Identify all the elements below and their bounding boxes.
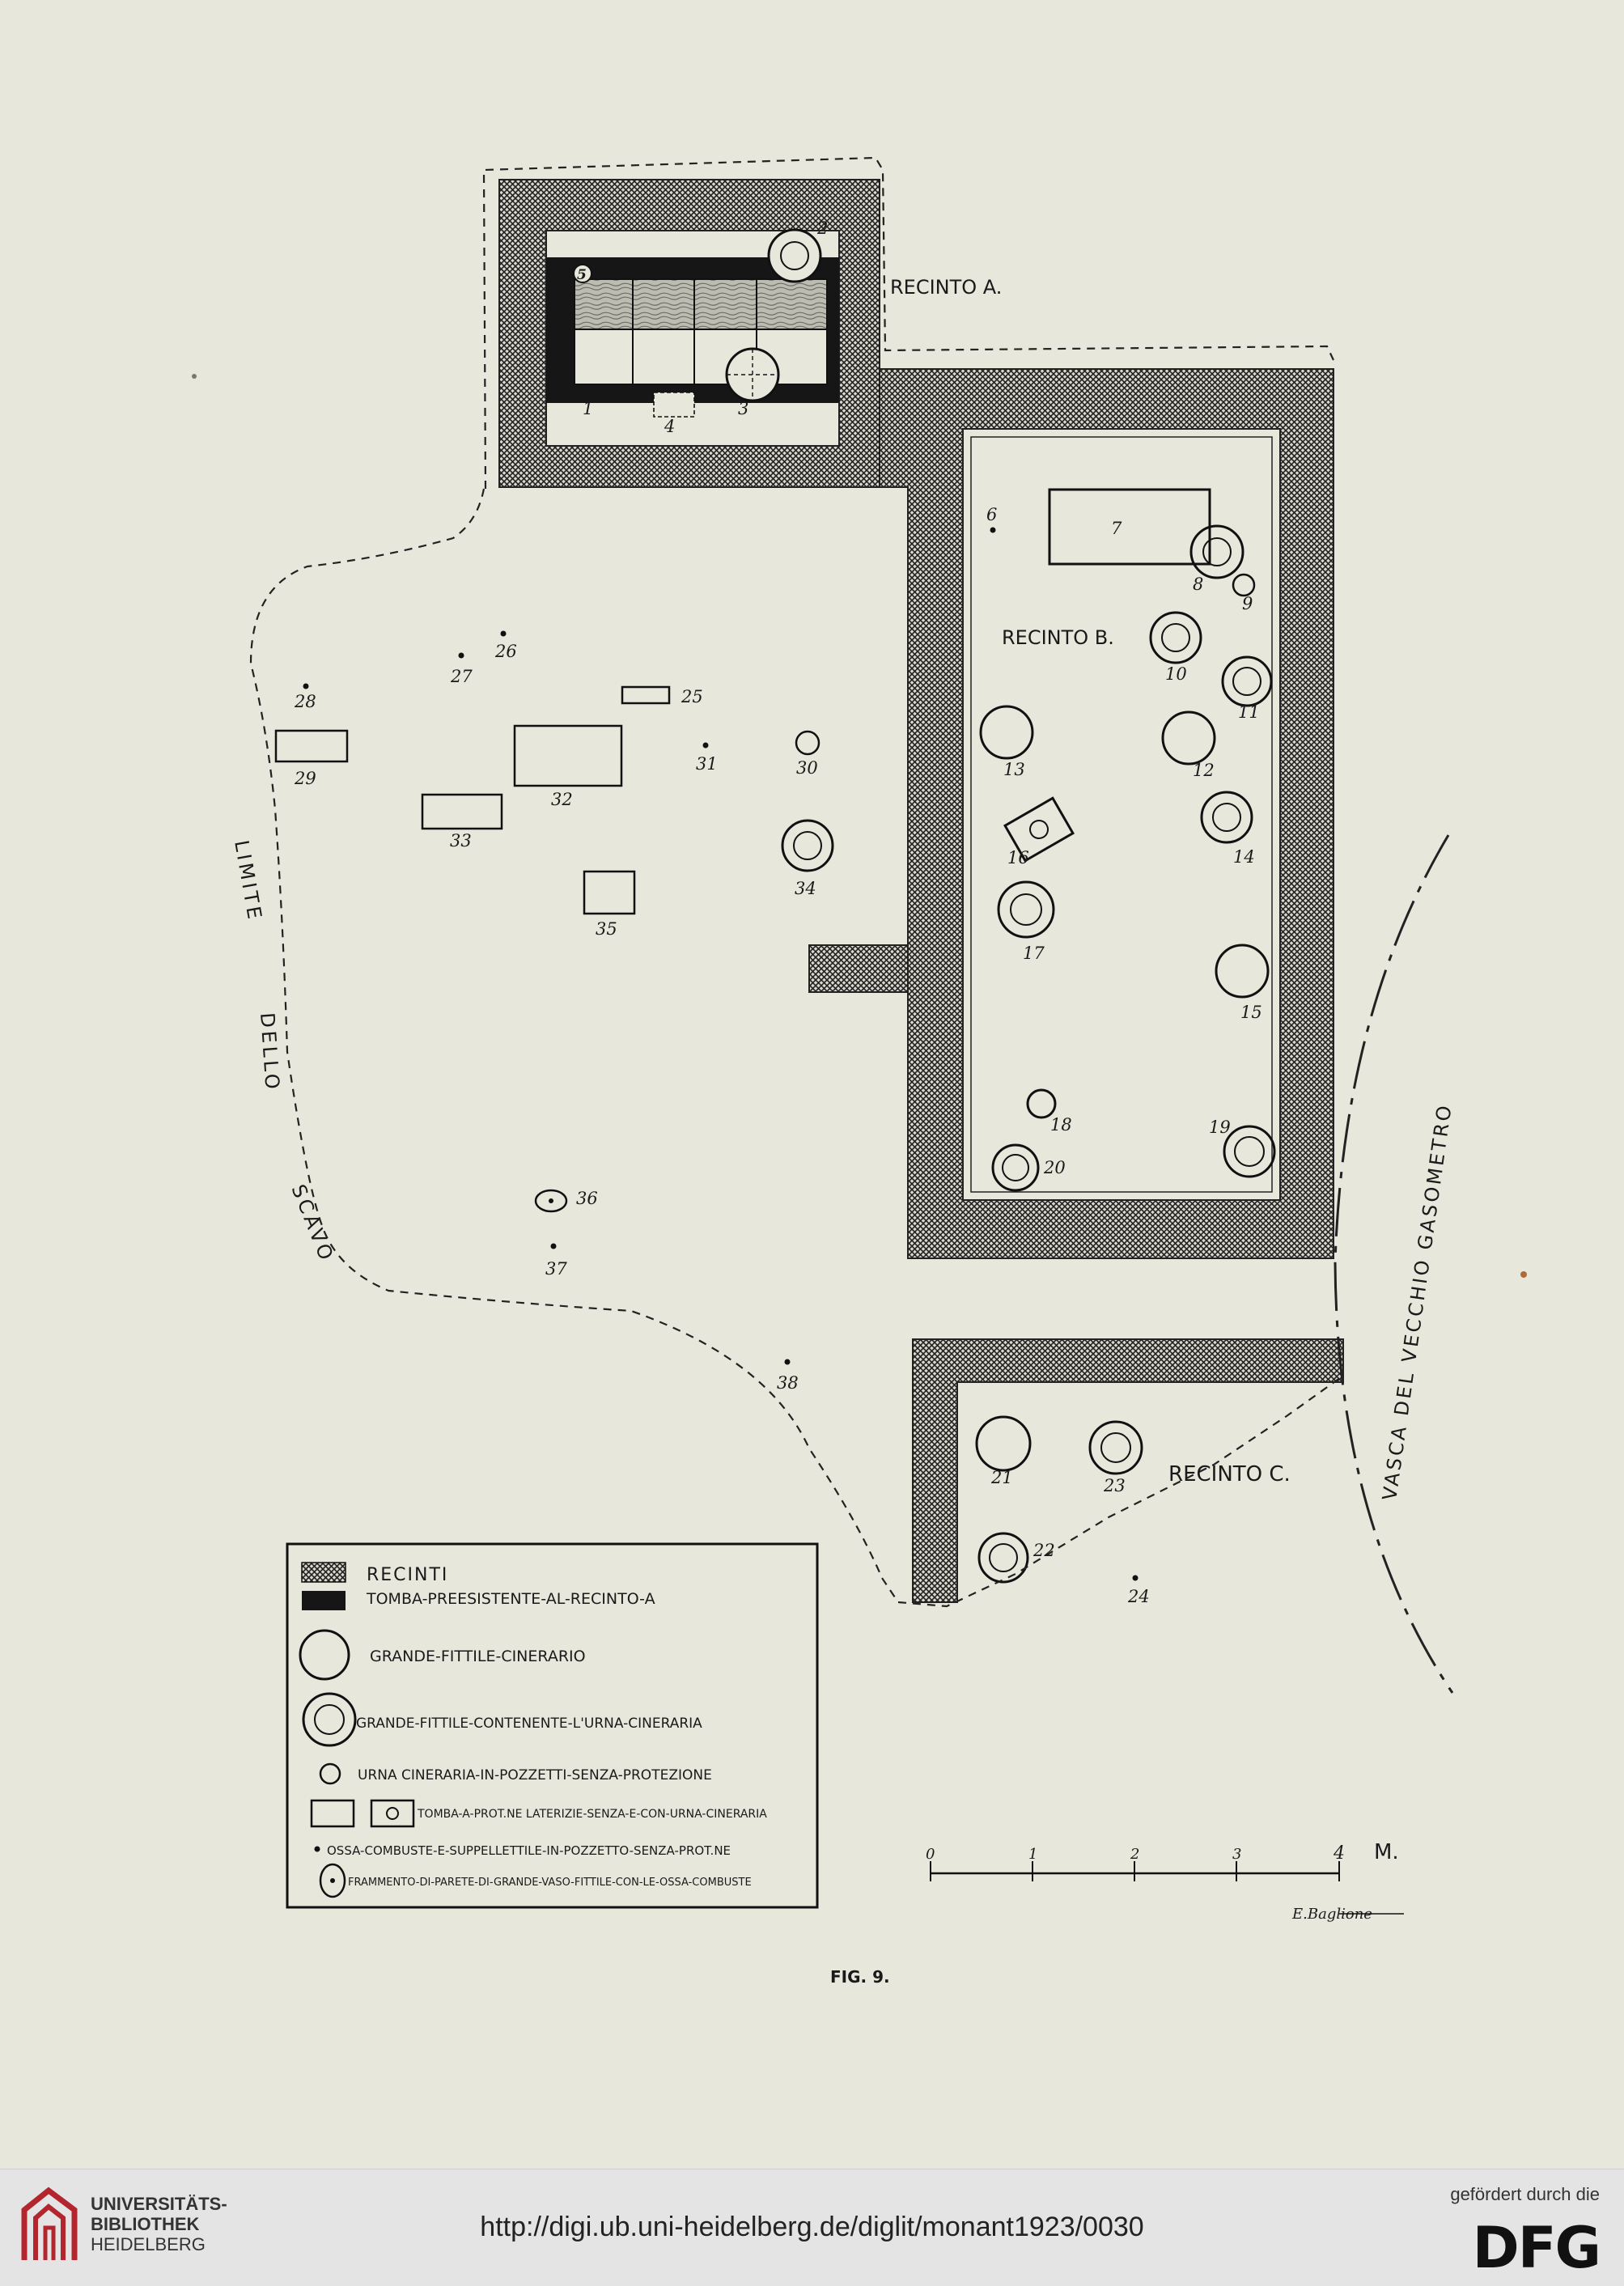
library-line-3: HEIDELBERG <box>91 2234 206 2254</box>
feature-number: 17 <box>1023 944 1045 963</box>
feature-number: 1 <box>583 399 593 418</box>
figure-caption: FIG. 9. <box>830 1967 890 1987</box>
scale-bar: 0 1 2 3 4 M. <box>926 1840 1399 1881</box>
dfg-logo[interactable]: DFG <box>1472 2215 1601 2281</box>
feature-number: 22 <box>1032 1541 1055 1560</box>
feature-number: 5 <box>577 267 587 283</box>
feature-number: 20 <box>1043 1158 1066 1177</box>
excavation-limit <box>249 156 1344 1608</box>
footer-bar: UNIVERSITÄTS- BIBLIOTHEK HEIDELBERG http… <box>0 2169 1624 2286</box>
feature-number: 21 <box>990 1468 1013 1487</box>
feature-number: 9 <box>1242 594 1253 613</box>
feature-number: 37 <box>545 1259 567 1279</box>
library-name[interactable]: UNIVERSITÄTS- BIBLIOTHEK HEIDELBERG <box>91 2194 227 2254</box>
legend-urna-pozzetti: URNA CINERARIA-IN-POZZETTI-SENZA-PROTEZI… <box>358 1767 712 1783</box>
feature-number: 11 <box>1238 702 1260 722</box>
feature-number: 34 <box>795 879 816 898</box>
legend-frammento: FRAMMENTO-DI-PARETE-DI-GRANDE-VASO-FITTI… <box>348 1877 752 1889</box>
recinto-b <box>808 368 1334 1259</box>
feature-number: 4 <box>664 417 675 436</box>
scale-tick: 0 <box>926 1846 935 1863</box>
scale-tick: 2 <box>1130 1846 1139 1863</box>
feature-number: 16 <box>1007 848 1029 867</box>
feature-number: 27 <box>450 667 473 686</box>
limite-label-3: SCAVO <box>286 1181 338 1266</box>
ub-heidelberg-logo-icon[interactable] <box>18 2186 81 2267</box>
limite-label-1: LIMITE <box>230 838 266 923</box>
feature-number: 2 <box>816 218 828 238</box>
recinto-a <box>498 179 880 488</box>
feature-number: 14 <box>1233 847 1255 867</box>
feature-number: 13 <box>1003 760 1025 779</box>
feature-number: 25 <box>681 687 703 706</box>
library-line-2: BIBLIOTHEK <box>91 2214 200 2234</box>
recinto-c-label: RECINTO C. <box>1168 1462 1291 1487</box>
scanned-page: VASCA DEL VECCHIO GASOMETRO RECINTO A. R… <box>192 156 1527 1987</box>
feature-number: 32 <box>551 790 573 809</box>
signature: E.Baglione <box>1291 1906 1372 1923</box>
feature-number: 7 <box>1111 519 1122 538</box>
recinto-c <box>912 1338 1344 1603</box>
feature-number: 29 <box>294 769 316 788</box>
limite-label-2: DELLO <box>256 1012 284 1092</box>
scale-tick: 4 <box>1333 1843 1345 1864</box>
west-area-features <box>274 630 834 1365</box>
legend-tomba-pre: TOMBA-PREESISTENTE-AL-RECINTO-A <box>366 1590 655 1608</box>
legend-ossa: OSSA-COMBUSTE-E-SUPPELLETTILE-IN-POZZETT… <box>327 1843 731 1858</box>
vasca-gasometro: VASCA DEL VECCHIO GASOMETRO <box>1334 834 1457 1694</box>
feature-number: 24 <box>1127 1587 1150 1606</box>
feature-number: 33 <box>450 831 472 850</box>
feature-number: 8 <box>1193 575 1203 594</box>
excavation-plan: VASCA DEL VECCHIO GASOMETRO RECINTO A. R… <box>192 156 1527 1987</box>
scale-tick: 1 <box>1028 1846 1037 1863</box>
feature-numbers: 1 2 3 4 5 6 7 8 9 10 11 12 13 14 15 16 1… <box>294 218 1262 1606</box>
feature-number: 23 <box>1103 1476 1126 1495</box>
library-line-1: UNIVERSITÄTS- <box>91 2194 227 2214</box>
feature-number: 26 <box>494 642 517 661</box>
permalink-url[interactable]: http://digi.ub.uni-heidelberg.de/diglit/… <box>480 2212 1144 2242</box>
feature-number: 35 <box>596 919 617 939</box>
legend-grande-fittile: GRANDE-FITTILE-CINERARIO <box>370 1648 586 1665</box>
feature-number: 6 <box>986 505 997 524</box>
feature-number: 3 <box>738 399 748 418</box>
recinto-b-label: RECINTO B. <box>1002 626 1114 649</box>
scale-tick: 3 <box>1232 1846 1241 1863</box>
legend: RECINTI TOMBA-PREESISTENTE-AL-RECINTO-A … <box>286 1542 819 1909</box>
feature-number: 19 <box>1209 1118 1231 1137</box>
funded-by-text: gefördert durch die <box>1450 2184 1600 2204</box>
legend-tomba-prot: TOMBA-A-PROT.NE LATERIZIE-SENZA-E-CON-UR… <box>417 1808 767 1821</box>
vasca-label: VASCA DEL VECCHIO GASOMETRO <box>1378 1102 1457 1502</box>
feature-number: 15 <box>1240 1003 1262 1022</box>
feature-number: 12 <box>1193 761 1215 780</box>
legend-recinti: RECINTI <box>367 1565 448 1585</box>
recinto-a-label: RECINTO A. <box>890 276 1002 299</box>
feature-number: 28 <box>294 692 316 711</box>
feature-number: 30 <box>796 758 818 778</box>
legend-grande-contenente: GRANDE-FITTILE-CONTENENTE-L'URNA-CINERAR… <box>356 1716 702 1732</box>
feature-number: 31 <box>696 754 718 774</box>
feature-number: 18 <box>1050 1115 1072 1135</box>
feature-number: 10 <box>1165 664 1187 684</box>
feature-number: 36 <box>576 1189 598 1208</box>
feature-number: 38 <box>777 1373 799 1393</box>
scale-unit: M. <box>1374 1840 1399 1864</box>
